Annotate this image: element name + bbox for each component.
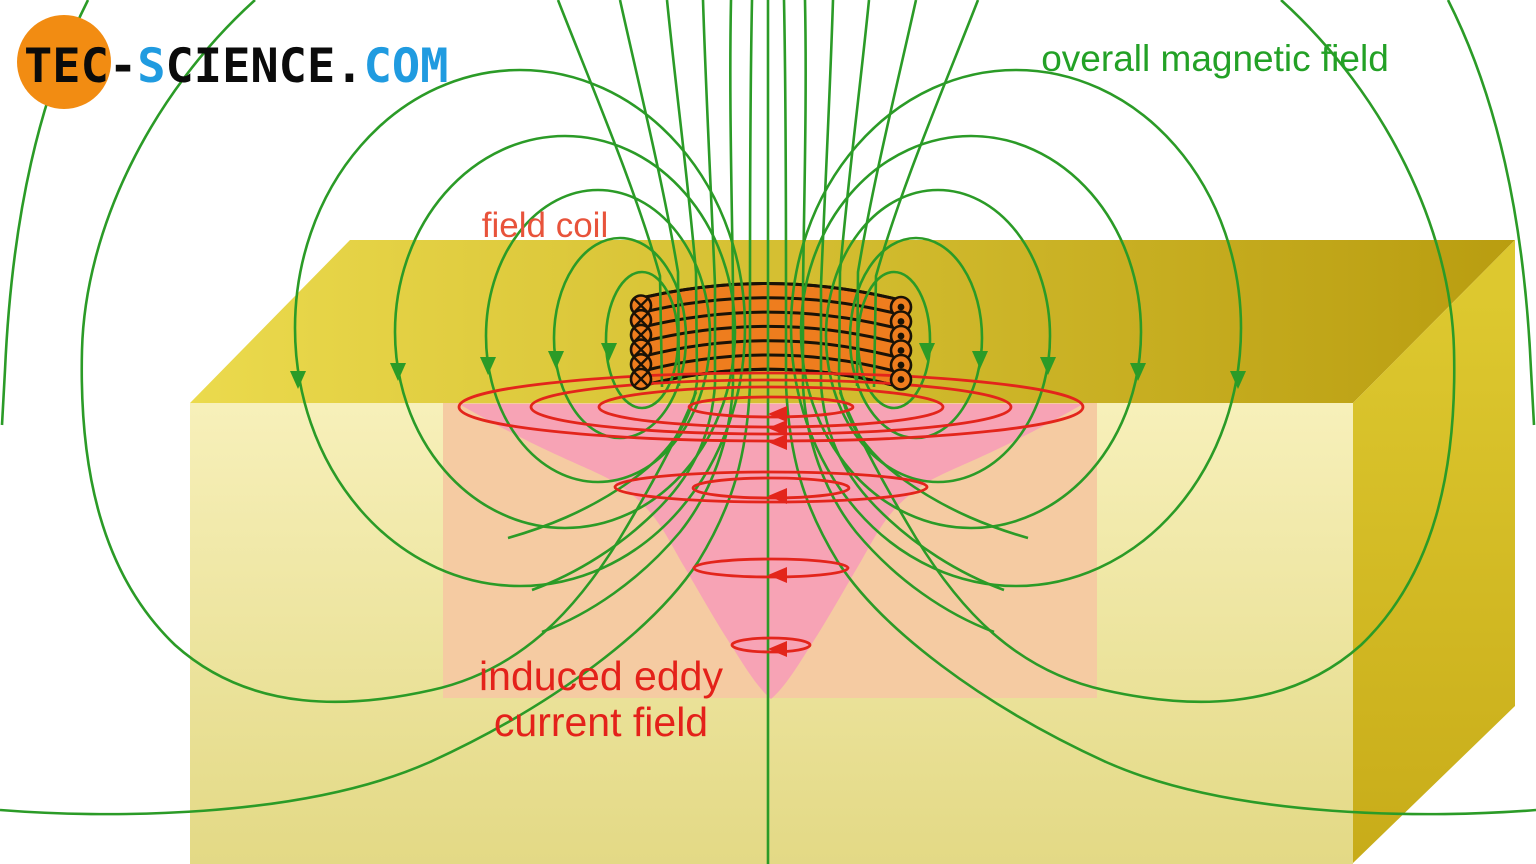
magnetic-field-lines-g-polygon [390, 363, 406, 381]
induced-eddy-currents-ellipse [687, 395, 855, 419]
coil-current-out-of-page [889, 295, 913, 391]
magnetic-field-lines-g-ellipse [293, 68, 747, 588]
tec-science-logo: TEC-SCIENCE.COM [17, 15, 448, 109]
coil-current-into-page-g-line [634, 327, 648, 342]
magnetic-field-lines-g-path [531, 0, 717, 592]
logo-wordmark-tspan: TEC- [24, 39, 137, 94]
induced-eddy-currents-polygon [768, 641, 787, 657]
magnetic-field-lines-g-ellipse [484, 188, 712, 484]
coil-current-into-page-g-line [634, 357, 648, 372]
magnetic-field-lines-g-path [541, 0, 735, 634]
magnetic-field-lines-g-path [80, 0, 698, 704]
magnetic-field-lines-g-path [0, 0, 754, 816]
induced-eddy-currents-ellipse [692, 557, 850, 579]
induced-eddy-current-field-label-text: induced eddy [479, 653, 723, 699]
coil-current-into-page-g-line [634, 313, 648, 328]
coil-current-out-of-page-g-circle [897, 303, 905, 311]
magnetic-field-lines-g-polygon [290, 371, 306, 389]
induced-eddy-currents-ellipse [691, 476, 851, 500]
induced-eddy-current-field-label-text: current field [494, 699, 708, 745]
coil-current-into-page-g [629, 367, 653, 391]
coil-current-out-of-page-g [889, 368, 913, 391]
induced-eddy-currents-ellipse [613, 470, 929, 504]
block-right-face [1353, 240, 1515, 863]
coil-wire-ends [629, 294, 913, 391]
coil-current-into-page-g-line [634, 342, 648, 357]
magnetic-field-lines-g-path [618, 0, 681, 387]
coil-current-into-page-g-line [634, 298, 648, 313]
magnetic-field-lines-g-polygon [548, 351, 564, 369]
induced-eddy-currents [457, 371, 1085, 657]
induced-eddy-currents-polygon [768, 420, 787, 436]
field-coil-path [640, 324, 901, 345]
coil-current-out-of-page-g-circle [897, 347, 905, 354]
field-coil-path [640, 310, 901, 331]
magnetic-field-lines-g-polygon [480, 357, 496, 375]
coil-current-out-of-page-g-circle [897, 318, 905, 325]
induced-eddy-current-field-label: induced eddy current field [479, 653, 723, 745]
logo-circle [17, 15, 111, 109]
field-coil-path [640, 367, 901, 389]
logo-wordmark-tspan: . [335, 39, 363, 94]
field-coil-path [640, 339, 901, 360]
overall-magnetic-field-label: overall magnetic field [1041, 38, 1389, 79]
field-coil-path [640, 353, 901, 374]
induced-eddy-currents-polygon [768, 488, 787, 504]
logo-wordmark-tspan: S [137, 39, 165, 94]
coil-current-out-of-page-g-circle [897, 361, 905, 369]
field-coil-label: field coil [482, 206, 608, 245]
coil-current-out-of-page-g-circle [897, 376, 905, 383]
magnetic-field-lines-g [0, 0, 754, 816]
logo-wordmark-tspan: CIENCE [165, 39, 335, 94]
magnetic-field-lines-g-polygon [601, 343, 617, 361]
coil-current-into-page [629, 294, 653, 391]
induced-eddy-currents-polygon [768, 567, 787, 583]
field-penetration-cone [459, 404, 1083, 699]
coil-current-into-page-g-line [634, 372, 648, 386]
magnetic-field-lines-g-path [556, 0, 664, 388]
coil-current-out-of-page-g-circle [897, 332, 905, 340]
logo-wordmark: TEC-SCIENCE.COM [24, 39, 448, 94]
magnetic-field-lines-g-ellipse [393, 134, 737, 530]
induced-eddy-currents-polygon [768, 434, 787, 450]
induced-eddy-currents-polygon [768, 406, 787, 422]
induced-eddy-currents-ellipse [730, 636, 812, 654]
logo-wordmark-tspan: COM [364, 39, 449, 94]
induced-eddy-currents-ellipse [529, 378, 1013, 436]
